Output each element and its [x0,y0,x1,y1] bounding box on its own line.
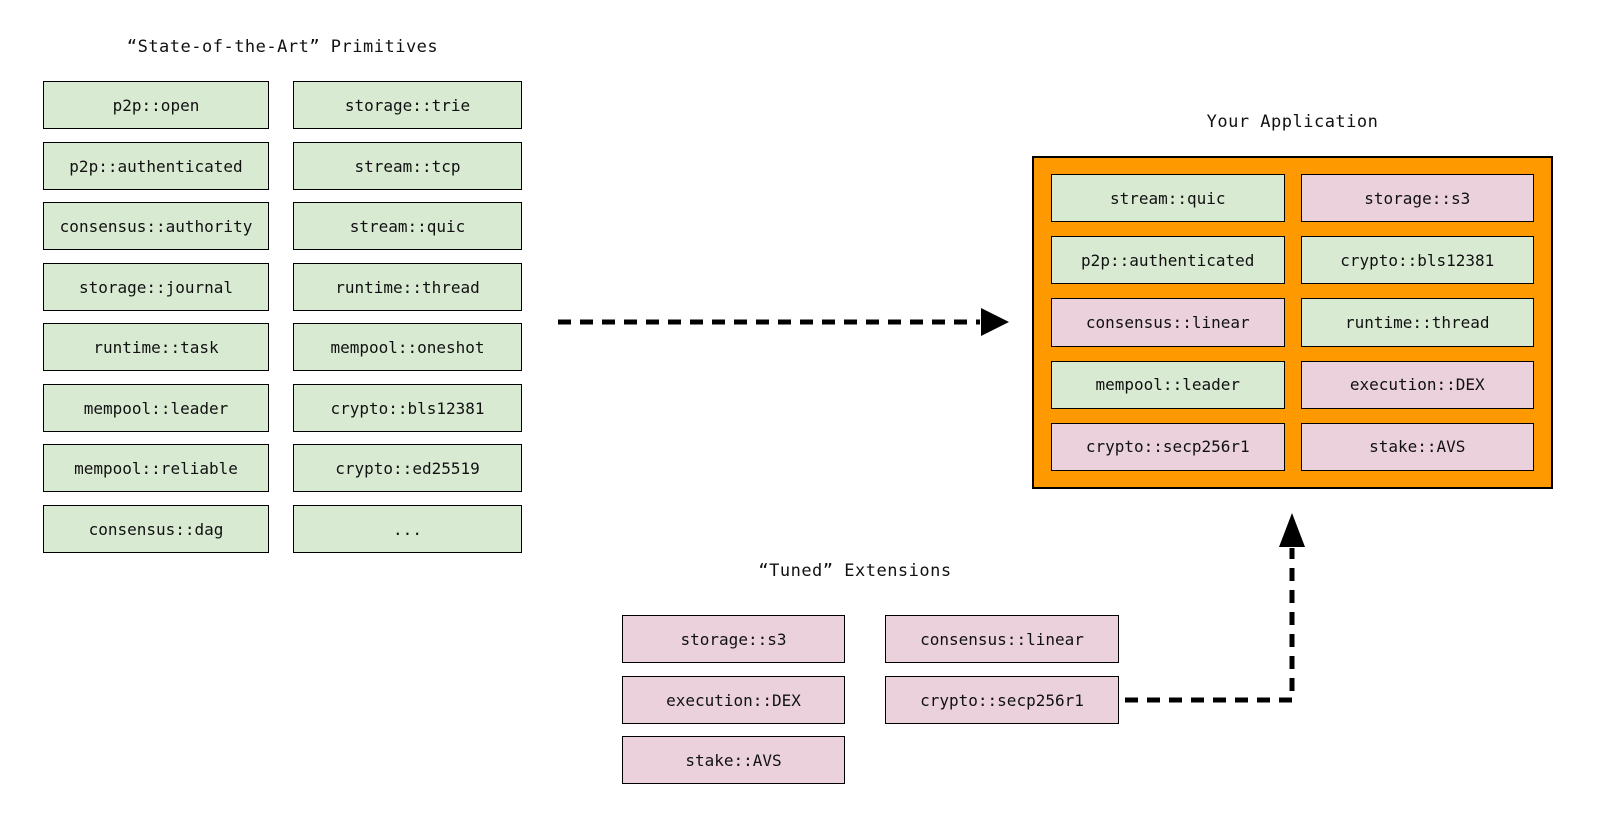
primitive-mempool-reliable: mempool::reliable [43,444,269,492]
primitive-storage-journal: storage::journal [43,263,269,311]
primitives-title: “State-of-the-Art” Primitives [126,37,439,57]
primitive-mempool-oneshot: mempool::oneshot [293,323,522,371]
extension-execution-dex: execution::DEX [622,676,845,724]
extension-crypto-secp256r1: crypto::secp256r1 [885,676,1119,724]
primitive-stream-tcp: stream::tcp [293,142,522,190]
primitive-p2p-authenticated: p2p::authenticated [43,142,269,190]
primitive-mempool-leader: mempool::leader [43,384,269,432]
primitive-crypto-bls12381: crypto::bls12381 [293,384,522,432]
extensions-title: “Tuned” Extensions [758,561,952,581]
app-execution-dex: execution::DEX [1300,360,1534,409]
app-crypto-bls12381: crypto::bls12381 [1300,236,1534,285]
arrowhead-right-icon [981,308,1009,336]
app-consensus-linear: consensus::linear [1051,298,1285,347]
primitive-ellipsis: ... [293,505,522,553]
app-crypto-secp256r1: crypto::secp256r1 [1051,422,1285,471]
primitive-runtime-thread: runtime::thread [293,263,522,311]
primitive-runtime-task: runtime::task [43,323,269,371]
primitives-to-application-arrow [558,308,1009,336]
arrowhead-up-icon [1279,513,1305,547]
extension-stake-avs: stake::AVS [622,736,845,784]
app-stake-avs: stake::AVS [1300,422,1534,471]
primitive-crypto-ed25519: crypto::ed25519 [293,444,522,492]
extensions-to-application-arrow [1125,513,1305,703]
extension-consensus-linear: consensus::linear [885,615,1119,663]
primitive-consensus-authority: consensus::authority [43,202,269,250]
primitive-p2p-open: p2p::open [43,81,269,129]
extension-storage-s3: storage::s3 [622,615,845,663]
app-mempool-leader: mempool::leader [1051,360,1285,409]
application-title: Your Application [1206,112,1379,132]
app-stream-quic: stream::quic [1051,174,1285,223]
primitive-consensus-dag: consensus::dag [43,505,269,553]
app-storage-s3: storage::s3 [1300,174,1534,223]
app-p2p-authenticated: p2p::authenticated [1051,236,1285,285]
application-container: stream::quic storage::s3 p2p::authentica… [1032,156,1553,489]
app-runtime-thread: runtime::thread [1300,298,1534,347]
primitive-stream-quic: stream::quic [293,202,522,250]
primitive-storage-trie: storage::trie [293,81,522,129]
